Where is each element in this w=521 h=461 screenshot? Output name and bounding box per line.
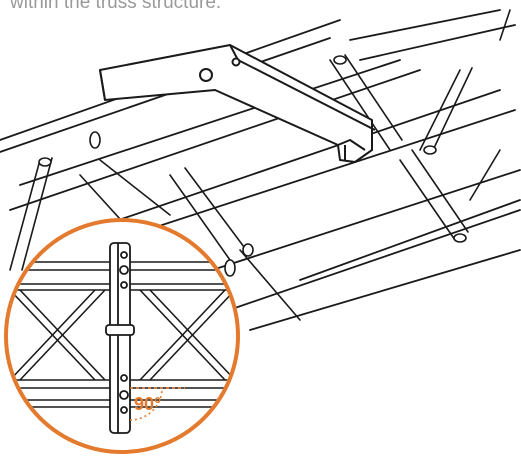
inset-bracket <box>105 242 135 434</box>
bracket-clamp <box>99 44 376 163</box>
tube-caps <box>38 55 467 277</box>
angle-label: 90° <box>134 394 162 414</box>
inset-view <box>4 218 240 454</box>
angle-marker <box>129 387 185 421</box>
inset-truss <box>8 261 236 408</box>
caption-text: within the truss structure. <box>10 0 222 13</box>
